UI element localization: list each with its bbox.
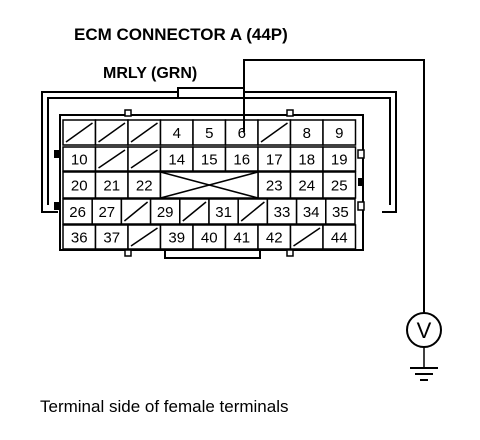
probe-wire: [243, 59, 425, 315]
connector-pin-grid: 4 5 6 8 9 10 14 15 16 17 18 19 20 21 22 23 24 25 26 27 29 31 3…: [62, 119, 357, 250]
empty-cavity-mark: [130, 122, 158, 143]
empty-cavity-mark: [65, 122, 93, 143]
pin-number: 5: [205, 125, 213, 142]
empty-cavity-mark: [240, 201, 265, 222]
pin-cell: [192, 119, 227, 146]
pin-number: 42: [266, 230, 283, 247]
pin-number: 26: [69, 204, 86, 221]
pin-number: 35: [332, 204, 349, 221]
empty-cavity-mark: [123, 201, 149, 222]
pin-number: 21: [103, 178, 120, 195]
empty-cavity-mark: [130, 149, 158, 169]
pin-cell: [325, 198, 356, 225]
pin-cell: [322, 119, 357, 146]
pin-cell: [192, 146, 227, 172]
pin-number: 31: [215, 204, 232, 221]
pin-number: 20: [71, 178, 88, 195]
pin-number: 36: [71, 230, 88, 247]
pin-number: 25: [331, 178, 348, 195]
pin-number: 4: [173, 125, 181, 142]
empty-cavity-mark: [98, 122, 126, 143]
empty-cavity-mark: [130, 227, 158, 247]
pin-cell: [149, 198, 181, 225]
pin-number: 10: [71, 152, 88, 169]
pin-cell: [62, 171, 97, 199]
pin-cell: [322, 146, 357, 172]
pin-number: 9: [335, 125, 343, 142]
pin-number: 33: [274, 204, 291, 221]
pin-cell: [289, 171, 324, 199]
pin-number: 8: [303, 125, 311, 142]
pin-number: 41: [233, 230, 250, 247]
pin-cell: [322, 171, 357, 199]
pin-number: 14: [168, 152, 185, 169]
pin-number: 44: [331, 230, 348, 247]
voltmeter-icon: V: [406, 312, 442, 368]
pin-number: 17: [266, 152, 283, 169]
pin-cell: [159, 119, 194, 146]
pin-number: 16: [233, 152, 250, 169]
blocked-cavity-cross: [160, 171, 259, 199]
pin-number: 24: [298, 178, 315, 195]
pin-number: 27: [98, 204, 115, 221]
pin-cell: [62, 146, 97, 172]
pin-number: 15: [201, 152, 218, 169]
pin-number: 23: [266, 178, 283, 195]
pin-number: 19: [331, 152, 348, 169]
pin-cell: [208, 198, 239, 225]
diagram-caption: Terminal side of female terminals: [40, 397, 288, 416]
wire-label: MRLY (GRN): [103, 65, 197, 82]
empty-cavity-mark: [182, 201, 207, 222]
pin-number: 6: [238, 125, 246, 142]
pin-cell: [322, 224, 357, 250]
empty-cavity-mark: [98, 149, 126, 169]
ground-icon: [410, 367, 438, 381]
pin-cell: [127, 171, 162, 199]
pin-number: 22: [136, 178, 153, 195]
pin-number: 37: [103, 230, 120, 247]
pin-number: 18: [298, 152, 315, 169]
empty-cavity-mark: [260, 122, 288, 143]
pin-cell: [257, 224, 292, 250]
empty-cavity-mark: [293, 227, 321, 247]
pin-cell: [94, 224, 129, 250]
pin-number: 39: [168, 230, 185, 247]
voltmeter-symbol: V: [417, 318, 432, 343]
pin-number: 29: [157, 204, 174, 221]
diagram-title: ECM CONNECTOR A (44P): [74, 25, 288, 44]
pin-number: 34: [303, 204, 320, 221]
pin-number: 40: [201, 230, 218, 247]
pin-cell: [224, 119, 259, 146]
